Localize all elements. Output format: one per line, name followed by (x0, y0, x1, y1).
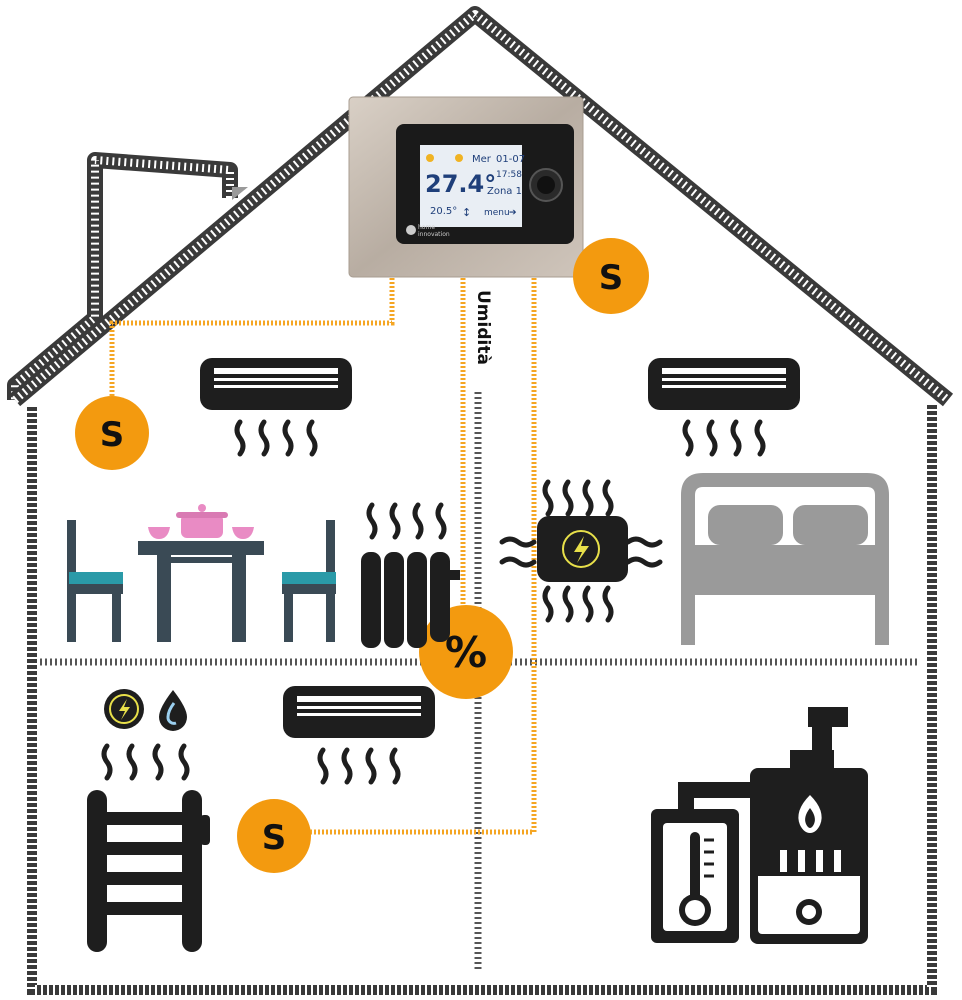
pot-icon (181, 514, 223, 538)
lightning-icon (574, 536, 589, 563)
svg-text:S: S (599, 258, 624, 298)
svg-text:%: % (445, 628, 487, 677)
status-icon (455, 154, 463, 162)
electric-heater-icon (499, 479, 663, 623)
brand-line1: home (418, 224, 435, 231)
house-walls (27, 405, 937, 995)
sensor-icon: S (237, 799, 311, 873)
screen-date: 01-07 (496, 154, 525, 165)
brand-logo-icon (406, 225, 416, 235)
air-conditioner-icon (200, 358, 352, 457)
sun-icon (426, 154, 434, 162)
radiator-icon (361, 502, 460, 648)
air-conditioner-icon (648, 358, 800, 457)
brand-line2: innovation (418, 231, 450, 238)
screen-zone: Zona 1 (487, 186, 522, 197)
screen-day: Mer (472, 154, 492, 165)
screen-time: 17:58 (496, 170, 522, 180)
thermostat-panel: Mer 01-07 27.4° 17:58 Zona 1 20.5° ↕ men… (348, 96, 584, 278)
water-drop-icon (159, 690, 187, 731)
thermostat-screen (420, 145, 522, 227)
sensor-icon: S (75, 396, 149, 470)
dining-table-icon (67, 504, 336, 642)
power-icon (104, 689, 144, 729)
screen-menu: menu (484, 208, 510, 218)
house-outline (7, 6, 954, 407)
bed-icon (681, 473, 889, 645)
screen-setpoint: 20.5° (430, 206, 457, 217)
boiler-icon (750, 707, 868, 944)
menu-arrow-icon: ➔ (509, 208, 517, 218)
svg-text:S: S (100, 415, 125, 455)
humidity-line-label: Umidità (473, 290, 493, 365)
sensor-wiring (109, 278, 537, 835)
svg-text:S: S (262, 818, 287, 858)
water-heater-icon (651, 782, 760, 943)
screen-arrows-icon: ↕ (462, 206, 471, 219)
air-conditioner-icon (283, 686, 435, 785)
towel-radiator-icon (87, 743, 210, 952)
screen-temperature: 27.4° (425, 170, 496, 198)
sensor-icon: S (573, 238, 649, 314)
